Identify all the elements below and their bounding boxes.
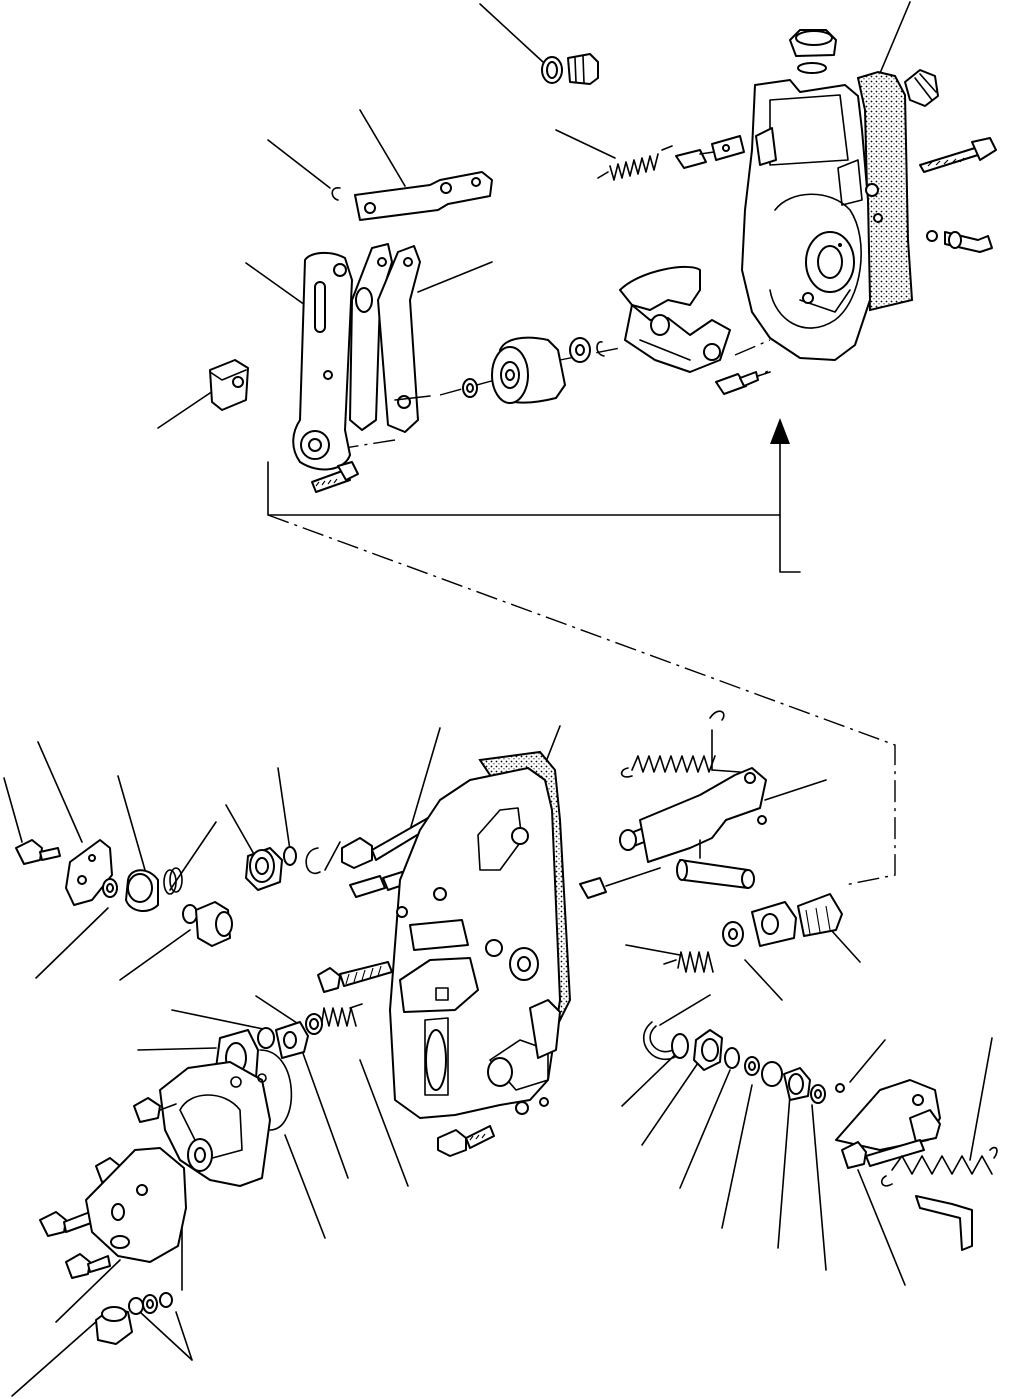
housing-lower-bolt [437,1125,495,1157]
lever-pivot-bolt [311,461,359,493]
housing-bracket [675,135,745,169]
link-plate [354,171,493,221]
adjusting-screw-center [317,961,393,993]
adjusting-block [209,359,249,411]
retaining-ring-set [643,1021,845,1104]
spring-top [597,145,673,181]
tension-lever-pair [349,243,431,433]
bush-and-oring [245,846,321,891]
leader-lines-bottom [3,725,993,1397]
side-plug [904,69,939,107]
bolt-right-lower [926,230,993,253]
stop-lever-assembly [835,1079,998,1251]
cover-bracket-plate [85,1147,187,1263]
governor-cover [159,1049,293,1187]
plug-bolt [579,867,661,899]
plug-with-washer [541,53,599,85]
housing-bottom-bolt [715,371,771,395]
adjusting-screw-set [663,893,843,973]
long-stud-bolt [341,817,433,898]
governor-sleeve [491,336,566,404]
small-washer [462,378,478,398]
stop-bolt-left [15,839,113,906]
cap-nut-washers-bottom [95,1292,173,1345]
governor-housing-top [741,70,914,361]
governor-lever [292,252,353,471]
breather-cap [789,29,837,74]
governor-spring-upper [620,710,741,778]
flyweight-assembly [619,266,731,373]
bolt-right-upper [919,137,997,173]
e-clip-top [331,187,341,201]
governor-housing-bottom [389,750,572,1119]
control-lever-shaft [619,767,767,889]
direction-arrow [770,418,790,444]
shifter-pin [569,337,605,363]
ring-washers-left [102,867,233,947]
